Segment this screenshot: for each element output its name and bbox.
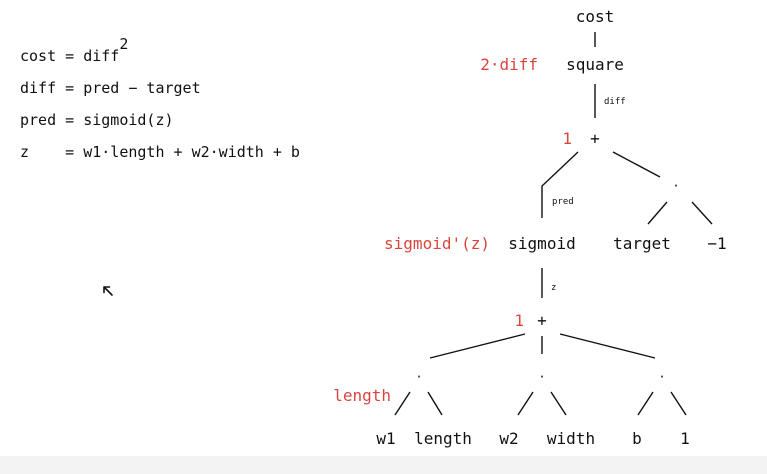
node-plus-top: +	[590, 129, 600, 148]
edge-label-z: z	[551, 283, 556, 293]
node-cost: cost	[576, 7, 615, 26]
edge-mul-target	[647, 201, 668, 225]
node-square: square	[566, 55, 624, 74]
edge-mul-w1	[394, 391, 411, 416]
node-w2: w2	[499, 429, 518, 448]
bottom-band	[0, 456, 767, 474]
edge-plus-mul-b	[559, 333, 656, 359]
node-mul-b: ·	[658, 370, 665, 384]
gradient-sigmoid: sigmoid'(z)	[384, 234, 490, 253]
edge-label-diff: diff	[604, 97, 626, 107]
edge-mul-negone	[691, 201, 713, 225]
arrow-cursor-icon	[103, 286, 113, 296]
edge-mul-one	[670, 391, 687, 416]
edge-mul-w2	[517, 391, 534, 416]
gradient-plus-bottom: 1	[514, 311, 524, 330]
edge-label-pred: pred	[552, 197, 574, 207]
edge-mul-b	[637, 391, 654, 416]
equation-cost: cost = diff2	[20, 36, 300, 65]
edge-plus-sigmoid	[541, 151, 579, 218]
node-sigmoid: sigmoid	[508, 234, 575, 253]
node-width: width	[547, 429, 595, 448]
edge-plus-mul	[612, 151, 661, 178]
equation-pred: pred = sigmoid(z)	[20, 111, 174, 129]
node-w1: w1	[376, 429, 395, 448]
equation-diff: diff = pred − target	[20, 79, 201, 97]
node-plus-bottom: +	[537, 311, 547, 330]
equation-cost-text: cost = diff	[20, 47, 120, 65]
node-mul-w1: ·	[415, 370, 422, 384]
equation-z: z = w1·length + w2·width + b	[20, 143, 300, 161]
gradient-length: length	[333, 386, 391, 405]
edge-mul-length	[427, 391, 443, 416]
equations-block: cost = diff2 diff = pred − target pred =…	[20, 32, 300, 176]
gradient-plus-top: 1	[562, 129, 572, 148]
node-length: length	[414, 429, 472, 448]
node-neg-one: −1	[707, 234, 726, 253]
node-mul-w2: ·	[538, 370, 545, 384]
equation-cost-exponent: 2	[119, 35, 129, 53]
edge-plus-mul-w1	[429, 333, 526, 359]
node-mul-target: ·	[672, 179, 679, 193]
node-one: 1	[680, 429, 690, 448]
edge-mul-width	[550, 391, 567, 416]
node-b: b	[632, 429, 642, 448]
gradient-square: 2·diff	[480, 55, 538, 74]
node-target: target	[613, 234, 671, 253]
